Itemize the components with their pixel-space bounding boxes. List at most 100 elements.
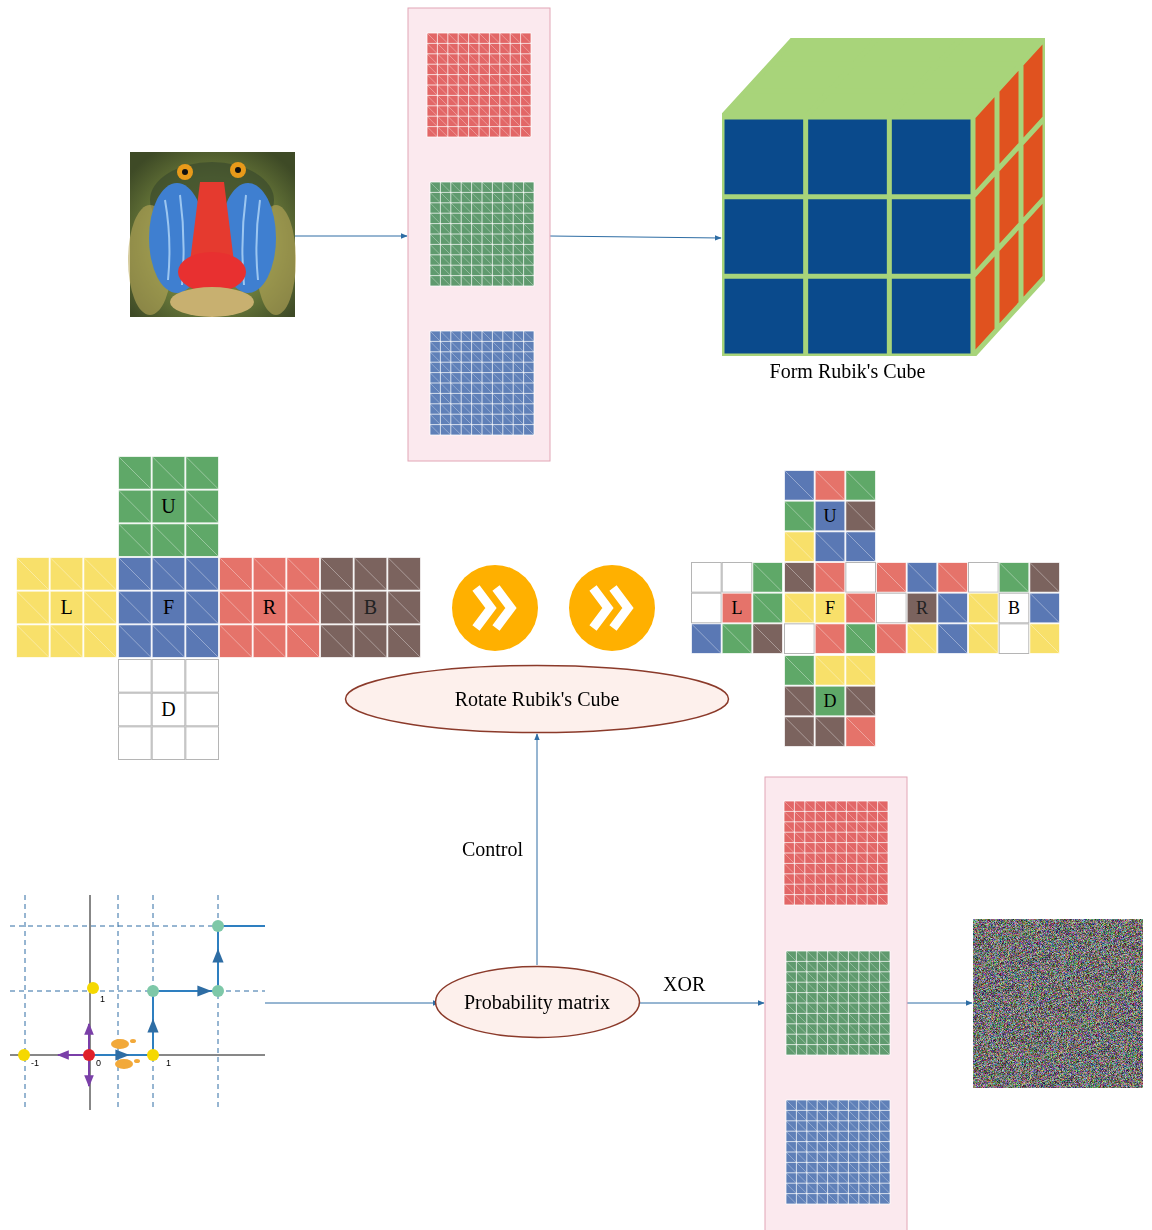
- grid-lines: [430, 331, 534, 435]
- face-cell: [220, 558, 253, 591]
- axis-label: 1: [100, 994, 105, 1004]
- face-cell: [785, 563, 815, 593]
- ellipse-outline: [346, 666, 729, 733]
- face-cell: [354, 591, 387, 624]
- face-cell: [846, 686, 876, 716]
- face-cell: [692, 593, 722, 623]
- face-cell: [846, 624, 876, 654]
- face-cell: [846, 471, 876, 501]
- face-cell: [753, 624, 783, 654]
- face-cell: [785, 686, 815, 716]
- operation-label: XOR: [663, 973, 705, 996]
- ellipse-node: Rotate Rubik's Cube: [344, 664, 730, 734]
- grid-lines: [786, 951, 890, 1055]
- grid-lines: [430, 331, 534, 435]
- face-cell: [1030, 563, 1060, 593]
- channel-grid: [427, 33, 531, 137]
- random-walk-graph: [217, 950, 219, 960]
- cube-gridlines: [722, 38, 1045, 356]
- face-cell: [969, 563, 999, 593]
- cell-diagonal: [388, 592, 420, 624]
- cell-diagonal: [938, 563, 967, 592]
- cell-diagonal: [846, 624, 875, 653]
- cube-face: R: [219, 557, 320, 658]
- channel-grid: [430, 182, 534, 286]
- cell-diagonal: [186, 558, 218, 590]
- node-text: F: [161, 596, 176, 619]
- chevron-icon: [452, 565, 655, 651]
- cell-diagonal: [908, 624, 937, 653]
- face-cell: [253, 625, 286, 658]
- cell-diagonal: [17, 558, 49, 590]
- channel-panel: [765, 777, 907, 1230]
- cell-diagonal: [186, 491, 218, 523]
- grid-lines: [786, 951, 890, 1055]
- face-cell: [938, 624, 968, 654]
- channel-grid: [430, 331, 534, 435]
- face-cell: [50, 625, 83, 658]
- baboon-image: [178, 252, 246, 292]
- face-cell: [152, 660, 185, 693]
- face-cell: [999, 563, 1029, 593]
- baboon-image: [235, 167, 241, 173]
- face-cell: [287, 558, 320, 591]
- cube-drawing: [722, 38, 1045, 356]
- node-text: D: [822, 691, 839, 712]
- cell-diagonal: [119, 625, 151, 657]
- face-cell: [287, 591, 320, 624]
- cell-diagonal: [753, 594, 782, 623]
- cell-diagonal: [119, 457, 151, 489]
- cell-diagonal: [816, 656, 845, 685]
- cell-diagonal: [153, 625, 185, 657]
- cube-face: F: [118, 557, 219, 658]
- cell-diagonal: [119, 524, 151, 556]
- face-cell: [815, 532, 845, 562]
- node-text: U: [822, 506, 839, 527]
- cell-diagonal: [938, 594, 967, 623]
- random-walk-graph: [10, 991, 265, 992]
- flow-arrow: [907, 1003, 972, 1004]
- grid-lines: [784, 801, 888, 905]
- rubiks-cube: Form Rubik's Cube: [722, 38, 1045, 388]
- face-cell: [186, 457, 219, 490]
- cell-diagonal: [321, 625, 353, 657]
- face-cell: [388, 625, 421, 658]
- baboon-image: [182, 169, 188, 175]
- face-cell: [321, 558, 354, 591]
- cube-face: U: [118, 456, 219, 557]
- face-cell: [287, 625, 320, 658]
- face-cell: [84, 591, 117, 624]
- random-walk-graph: [118, 895, 119, 1110]
- baboon-image: [177, 164, 193, 180]
- grid-lines: [786, 1100, 890, 1204]
- cell-diagonal: [877, 563, 906, 592]
- face-cell: [846, 656, 876, 686]
- cell-diagonal: [816, 717, 845, 746]
- cell-diagonal: [785, 563, 814, 592]
- random-walk-graph: [25, 895, 26, 1110]
- cell-diagonal: [816, 532, 845, 561]
- face-cell: [815, 686, 845, 716]
- face-cell: [220, 625, 253, 658]
- face-cell: [388, 558, 421, 591]
- cell-diagonal: [355, 558, 387, 590]
- face-cell: [152, 591, 185, 624]
- random-walk-graph: [111, 1039, 129, 1049]
- face-cell: [321, 591, 354, 624]
- random-walk-graph: [10, 895, 265, 1110]
- face-cell: [119, 524, 152, 557]
- face-cell: [846, 717, 876, 747]
- cell-diagonal: [785, 471, 814, 500]
- cell-diagonal: [785, 502, 814, 531]
- random-walk-graph: [212, 920, 224, 932]
- random-walk-graph: [83, 1049, 95, 1061]
- face-cell: [17, 558, 50, 591]
- channel-panel: [408, 8, 550, 461]
- random-walk-graph: [115, 1059, 133, 1069]
- cell-diagonal: [355, 625, 387, 657]
- flow-arrow: [265, 1003, 439, 1004]
- chevron-icon: [476, 588, 511, 628]
- random-walk-graph: [10, 895, 265, 1110]
- channel-grid: [786, 951, 890, 1055]
- face-cell: [969, 593, 999, 623]
